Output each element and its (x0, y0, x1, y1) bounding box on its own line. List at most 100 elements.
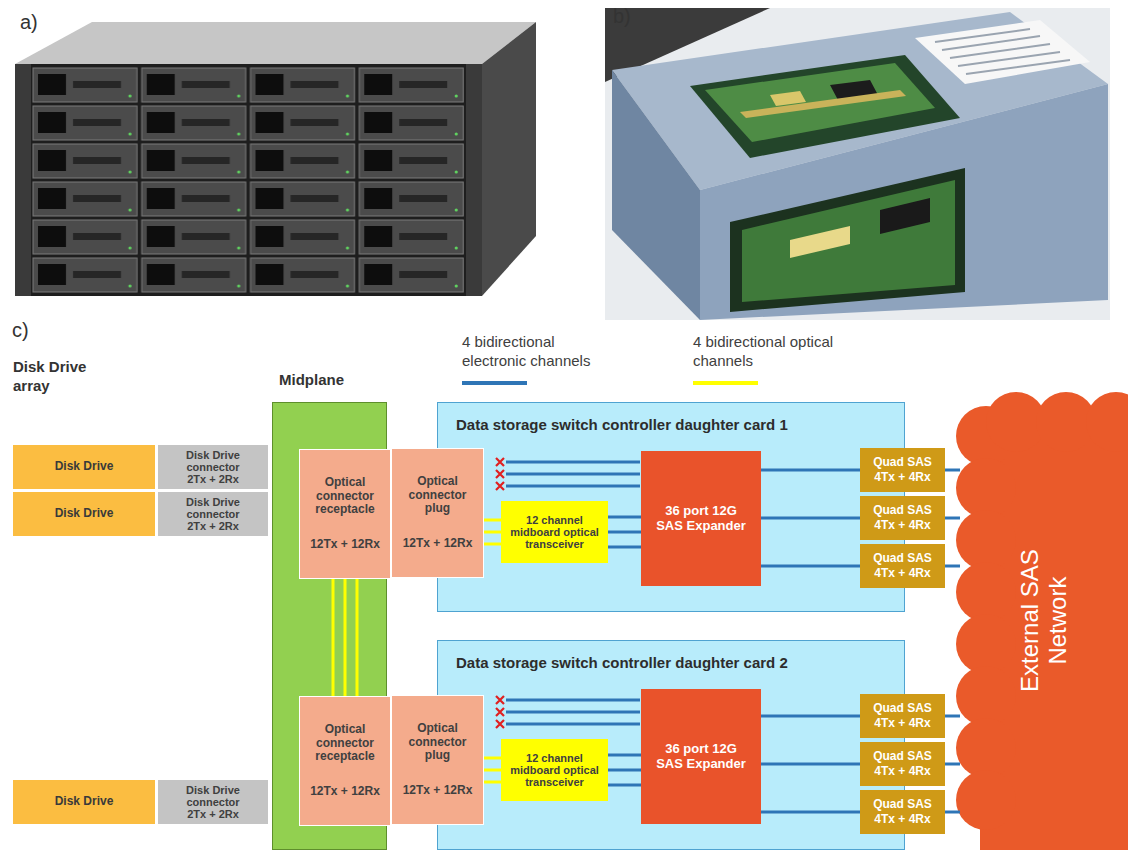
pcb-connector (740, 90, 906, 118)
optical-link (484, 758, 501, 782)
panel-letter: a) (20, 10, 60, 35)
node-subtitle: 4Tx + 4Rx (863, 765, 942, 778)
electronic-link (608, 755, 641, 785)
lid-window (690, 55, 960, 158)
node-title: Data storage switch controller daughter … (456, 655, 886, 672)
node-title: Quad SAS (863, 552, 942, 565)
storage-enclosure-photo (15, 22, 536, 296)
optical-link (333, 579, 357, 696)
node-subtitle: 12Tx + 12Rx (304, 785, 386, 798)
electronic-link (945, 763, 960, 766)
enclosure-side (482, 22, 536, 296)
enclosure-ear (466, 64, 482, 296)
front-window (730, 168, 965, 312)
optical-plug: Optical connector plug12Tx + 12Rx (391, 695, 484, 825)
optical-transceiver: 12 channel midboard optical transceiver (501, 501, 608, 563)
node-title: Disk Drive connector (161, 496, 265, 521)
enclosure-top (15, 22, 536, 64)
legend-line (462, 381, 527, 385)
cloud-bump (956, 458, 1016, 518)
disk-drive: Disk Drive (13, 445, 155, 489)
node-subtitle: 4Tx + 4Rx (863, 717, 942, 730)
cloud-bump (956, 614, 1016, 674)
node-title: 12 channel midboard optical transceiver (505, 752, 604, 789)
midplane: MidplaneOptical connector receptacle12Tx… (272, 402, 387, 850)
panel-letter: c) (12, 318, 52, 343)
node-subtitle: 12Tx + 12Rx (396, 784, 479, 797)
node-subtitle: 4Tx + 4Rx (863, 567, 942, 580)
node-title: Disk Drive (16, 507, 152, 520)
legend-text: 4 bidirectional electronic channels (462, 333, 612, 371)
electronic-link (608, 517, 641, 547)
legend-entry: 4 bidirectional optical channels (693, 333, 873, 388)
unconnected-mark (496, 458, 504, 728)
optical-receptacle: Optical connector receptacle12Tx + 12Rx (299, 696, 391, 826)
cloud-bump (956, 510, 1016, 570)
optical-link (484, 520, 501, 544)
unused-expander-ports (496, 458, 640, 728)
optical-receptacle: Optical connector receptacle12Tx + 12Rx (299, 449, 391, 579)
column-heading-wrap: Disk Drive array (13, 358, 113, 396)
panel-letter-wrap: b) (613, 4, 653, 29)
pcb-chip (880, 198, 930, 234)
column-heading: Disk Drive array (13, 358, 113, 396)
disk-drive: Disk Drive (13, 492, 155, 536)
daughter-card: Data storage switch controller daughter … (437, 640, 905, 850)
node-title: Disk Drive (16, 795, 152, 808)
pcb-chip (830, 80, 878, 100)
sas-network-cloud: External SAS Network (960, 392, 1128, 850)
node-subtitle: 12Tx + 12Rx (304, 538, 386, 551)
legend-text: 4 bidirectional optical channels (693, 333, 873, 371)
node-title: Data storage switch controller daughter … (456, 417, 886, 434)
electronic-link (761, 763, 860, 766)
node-subtitle: 12Tx + 12Rx (396, 537, 479, 550)
legend-sample (693, 378, 768, 388)
electronic-link (761, 811, 860, 814)
pcb (742, 180, 955, 302)
electronic-link (761, 469, 860, 472)
cloud-bump (956, 666, 1016, 726)
quad-sas-port: Quad SAS 4Tx + 4Rx (860, 544, 945, 588)
drive-bays (31, 66, 466, 294)
node-subtitle: 4Tx + 4Rx (863, 813, 942, 826)
node-title: Quad SAS (863, 504, 942, 517)
node-title: Quad SAS (863, 456, 942, 469)
node-title: Disk Drive connector (161, 784, 265, 809)
electronic-link (945, 715, 960, 718)
node-title: Optical connector plug (396, 475, 479, 515)
node-subtitle: 4Tx + 4Rx (863, 471, 942, 484)
electronic-link (945, 469, 960, 472)
electronic-link (761, 565, 860, 568)
electronic-link (945, 565, 960, 568)
connectors (333, 470, 960, 812)
unused-channel (506, 462, 640, 724)
pcb-chip (770, 91, 806, 106)
sas-expander: 36 port 12G SAS Expander (641, 451, 761, 586)
quad-sas-port: Quad SAS4Tx + 4Rx (860, 742, 945, 786)
panel-letter-wrap: c) (12, 318, 52, 343)
quad-sas-port: Quad SAS 4Tx + 4Rx (860, 694, 945, 738)
enclosure-front (15, 64, 482, 296)
node-title: Quad SAS (863, 702, 942, 715)
pcb (705, 63, 935, 142)
quad-sas-port: Quad SAS4Tx + 4Rx (860, 496, 945, 540)
electronic-link (761, 517, 860, 520)
electronic-link (945, 517, 960, 520)
electronic-link (945, 811, 960, 814)
node-title: External SAS Network (1016, 526, 1071, 716)
electronic-link (761, 715, 860, 718)
node-subtitle: 2Tx + 2Rx (161, 808, 265, 820)
daughter-card: Data storage switch controller daughter … (437, 402, 905, 612)
node-subtitle: 2Tx + 2Rx (161, 520, 265, 532)
sticker-print (935, 29, 1070, 74)
switch-chassis-photo (605, 8, 1110, 320)
enclosure-ear (15, 64, 31, 296)
node-title: Quad SAS (863, 798, 942, 811)
drive-connector: Disk Drive connector2Tx + 2Rx (158, 492, 268, 536)
node-title: 36 port 12G SAS Expander (655, 742, 747, 771)
panel-letter-wrap: a) (20, 10, 60, 35)
panel-letter: b) (613, 4, 653, 29)
chassis-lid (612, 12, 1108, 190)
sticker (915, 20, 1090, 84)
optical-plug: Optical connector plug 12Tx + 12Rx (391, 448, 484, 578)
